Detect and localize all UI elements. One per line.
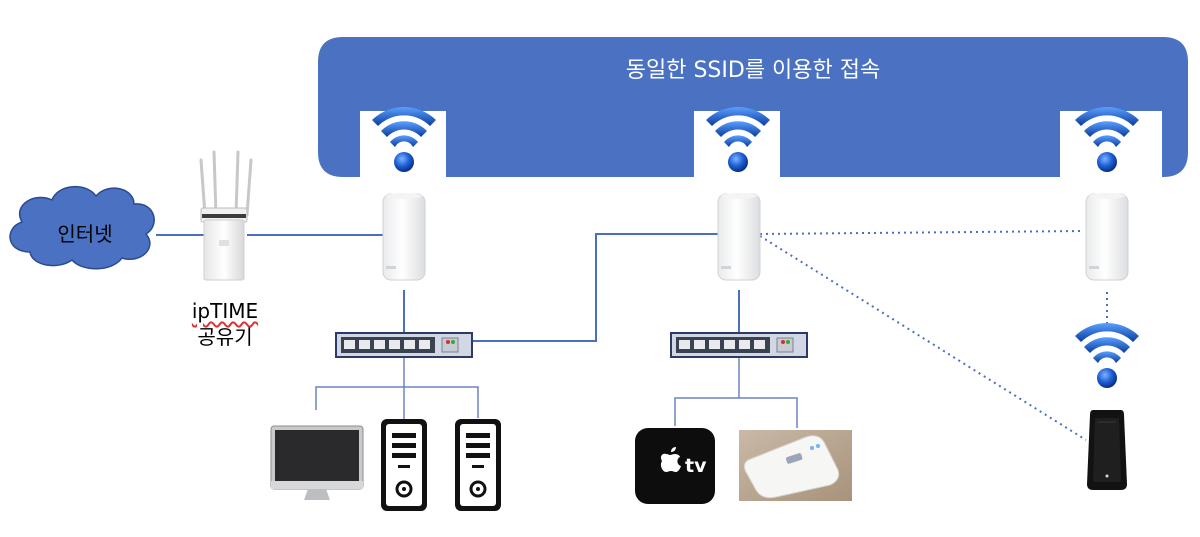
banner-title: 동일한 SSID를 이용한 접속 <box>625 58 881 83</box>
tower-pc-icon <box>379 417 429 513</box>
apple-tv-icon: tv <box>635 428 715 504</box>
cloud-icon <box>9 186 155 270</box>
mesh-node-icon <box>1085 192 1129 281</box>
router-type: 공유기 <box>197 325 253 349</box>
extender-icon <box>1087 410 1127 490</box>
ssid-banner <box>318 37 1188 177</box>
router-brand: ipTIME <box>191 299 259 323</box>
wifi-icon <box>706 107 770 172</box>
switch-icon <box>670 332 808 358</box>
wifi-icon <box>1075 107 1139 172</box>
internet-label: 인터넷 <box>57 222 113 246</box>
device-drop-lines <box>315 357 798 428</box>
monitor-icon <box>270 425 364 500</box>
wifi-icon <box>1075 323 1139 388</box>
router-icon <box>199 150 253 281</box>
wireless-backhaul-lines <box>759 230 1108 441</box>
apple-tv-text: tv <box>685 455 707 477</box>
wifi-icon <box>372 107 436 172</box>
portable-router-icon <box>739 430 852 501</box>
cable-lines <box>156 233 740 342</box>
cable-switch1-node2 <box>472 233 720 342</box>
router-label: ipTIME 공유기 <box>180 298 270 350</box>
mesh-node-icon <box>382 192 426 281</box>
tower-pc-icon <box>453 417 503 513</box>
switch-icon <box>335 332 473 358</box>
mesh-node-icon <box>717 192 761 281</box>
